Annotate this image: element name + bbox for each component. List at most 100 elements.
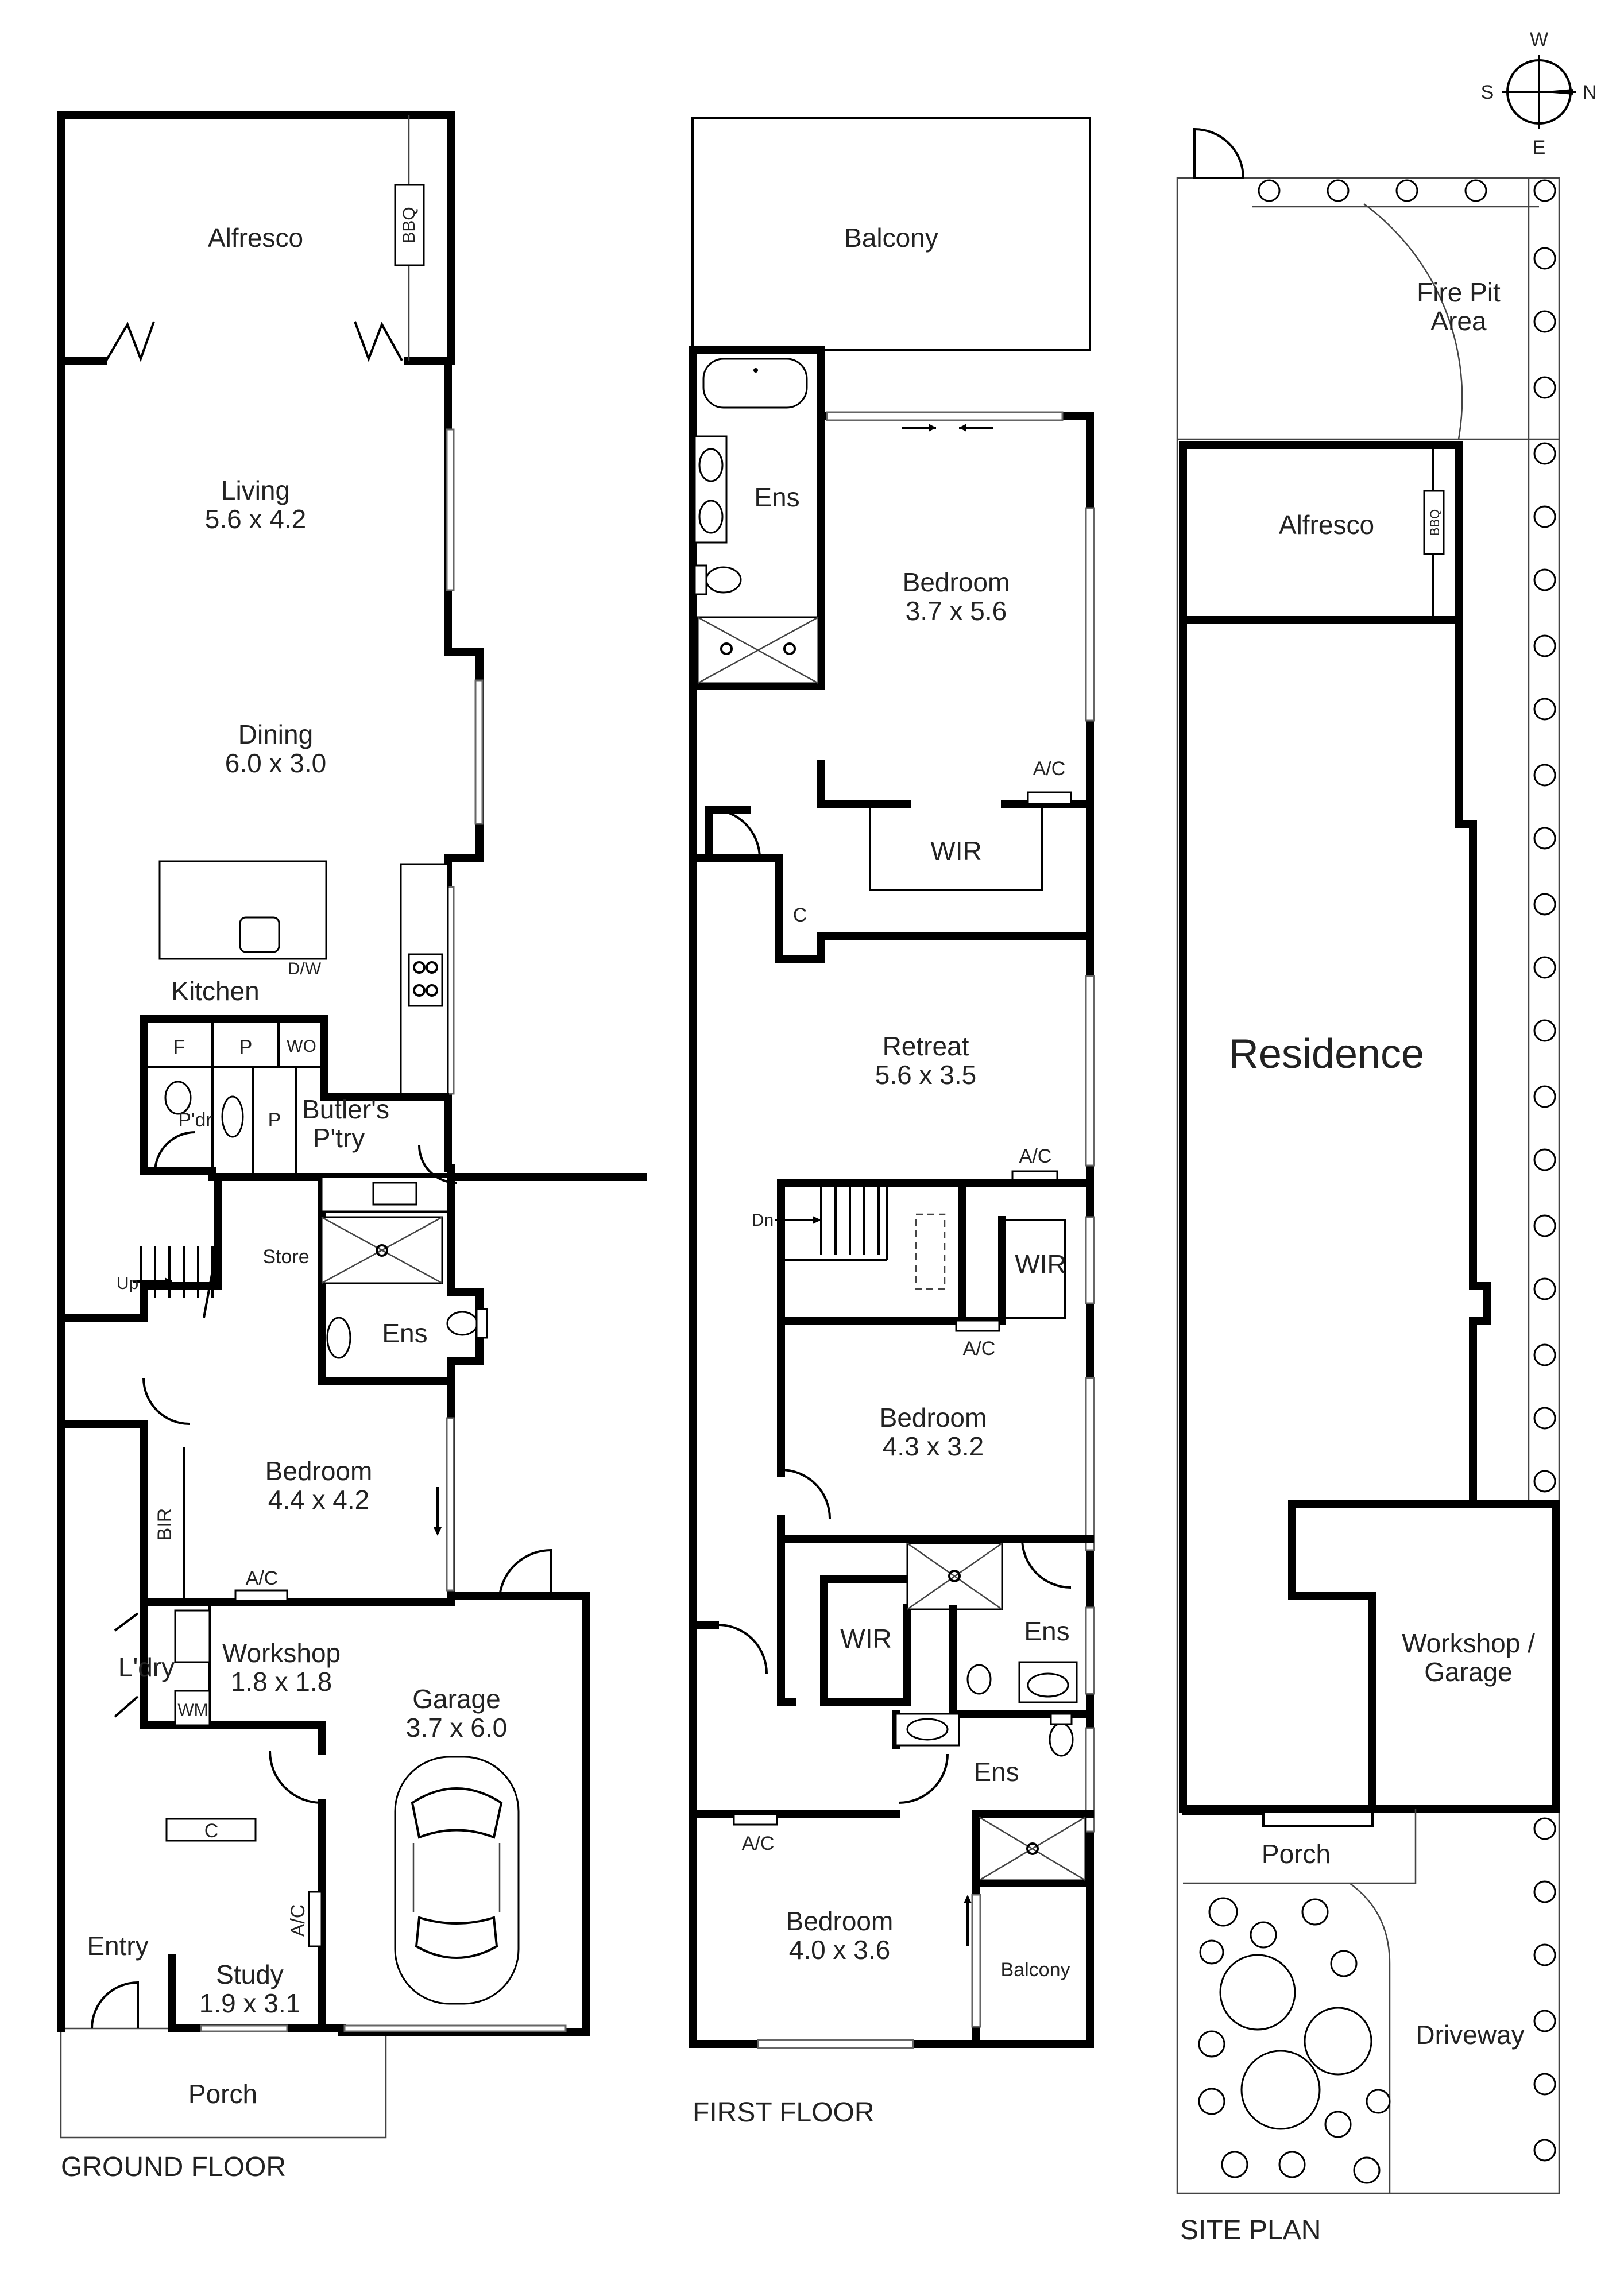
gate-swing — [1193, 127, 1245, 179]
garage-label: Garage — [412, 1684, 500, 1714]
bedroom-door-swing — [142, 1377, 190, 1425]
cupboard-label: C — [204, 1820, 219, 1842]
stairs-up-label: Up — [117, 1274, 138, 1293]
ens3-label: Ens — [973, 1757, 1019, 1787]
ground-ens-toilet — [446, 1311, 478, 1336]
bifold-door-left — [105, 321, 155, 362]
porch-label: Porch — [188, 2079, 257, 2109]
master-bedroom-size: 3.7 x 5.6 — [906, 596, 1007, 626]
bedroom-ac — [234, 1589, 288, 1602]
powder-room-label: P'dr — [178, 1109, 212, 1131]
butlers-label-2: P'try — [313, 1123, 365, 1153]
site-alfresco-label: Alfresco — [1279, 510, 1374, 540]
study-ac — [308, 1891, 323, 1947]
workshop-label: Workshop — [222, 1638, 341, 1668]
ground-bedroom-size: 4.4 x 4.2 — [268, 1485, 369, 1515]
butler-door-swing — [418, 1145, 457, 1184]
bedroom-window — [446, 1417, 455, 1592]
pantry-label-2: P — [268, 1109, 281, 1131]
stairs-down-label: Dn — [752, 1211, 774, 1230]
cooktop — [408, 953, 443, 1007]
study-cupboard — [165, 1818, 257, 1842]
residence-outline — [1179, 616, 1491, 1813]
top-balcony-label: Balcony — [844, 223, 938, 253]
bedroom3-ac — [733, 1813, 778, 1826]
laundry-wall — [140, 1598, 326, 1755]
bedroom3-ac-label: A/C — [742, 1833, 775, 1854]
wir3-label: WIR — [840, 1624, 891, 1654]
living-label: Living — [221, 475, 290, 505]
pdr-door-swing — [154, 1131, 196, 1173]
washing-machine-label: WM — [177, 1701, 208, 1720]
site-alfresco-wall — [1179, 441, 1463, 1508]
master-toilet — [705, 566, 742, 594]
ground-ens-basin — [326, 1317, 351, 1359]
first-floor-title: FIRST FLOOR — [693, 2097, 874, 2128]
first-floor-plan: Balcony Ens Bedroom 3.7 x 5.6 A/C WIR C … — [689, 117, 1095, 2128]
laundry-doors — [114, 1612, 139, 1718]
fire-pit-label-2: Area — [1430, 306, 1487, 336]
first-stair-wall — [777, 1179, 966, 1325]
butlers-label-1: Butler's — [302, 1094, 389, 1124]
first-floor-outer-wall — [689, 346, 1094, 2048]
store-label: Store — [262, 1246, 309, 1268]
residence-label: Residence — [1229, 1031, 1424, 1077]
driveway-label: Driveway — [1416, 2020, 1524, 2050]
fire-pit-label-1: Fire Pit — [1417, 277, 1501, 307]
master-ens-label: Ens — [754, 482, 799, 512]
bedroom-ac-label: A/C — [246, 1567, 279, 1589]
bedroom2-size: 4.3 x 3.2 — [883, 1431, 984, 1461]
washing-machine — [174, 1690, 211, 1726]
bedroom2-ac — [955, 1319, 1000, 1332]
ground-floor-plan: BBQ — [57, 111, 647, 2182]
linen-cupboard-label: C — [793, 904, 807, 926]
kitchen-label: Kitchen — [171, 976, 259, 1006]
ens3-toilet — [1049, 1722, 1074, 1757]
pantry-wall — [140, 1015, 449, 1101]
ground-bedroom-label: Bedroom — [265, 1456, 373, 1486]
study-label: Study — [216, 1960, 284, 1989]
workshop-size: 1.8 x 1.8 — [231, 1667, 332, 1697]
compass-n: N — [1583, 82, 1597, 103]
study-ac-label: A/C — [287, 1904, 309, 1937]
small-balcony-label: Balcony — [1001, 1959, 1070, 1981]
workshop-garage-label-2: Garage — [1424, 1657, 1512, 1687]
ground-stair-treads — [140, 1246, 214, 1298]
dishwasher-label: D/W — [288, 959, 322, 978]
bedroom2-bottom-wall — [777, 1515, 1094, 1543]
master-ac-label: A/C — [1033, 758, 1066, 780]
master-ac — [1027, 791, 1072, 805]
ens2-label: Ens — [1024, 1616, 1069, 1646]
ground-floor-title: GROUND FLOOR — [61, 2152, 286, 2182]
site-boundary — [1176, 177, 1560, 2194]
bedroom2-label: Bedroom — [880, 1403, 987, 1432]
laundry-tub — [174, 1609, 211, 1663]
site-bbq-box — [1423, 490, 1445, 555]
laundry-label: L'dry — [118, 1652, 175, 1682]
bbq-box — [394, 184, 425, 266]
sliding-door — [826, 411, 1064, 421]
dining-size: 6.0 x 3.0 — [225, 748, 326, 778]
bir-label: BIR — [154, 1508, 176, 1541]
top-balcony-outline — [691, 117, 1091, 351]
car-icon — [394, 1756, 520, 2005]
dining-window — [474, 679, 484, 825]
garden-trees — [1198, 1897, 1391, 2184]
master-ens-wall — [689, 412, 825, 690]
bifold-door-right — [354, 321, 403, 362]
wir2-label: WIR — [1015, 1249, 1066, 1279]
pdr-toilet — [164, 1081, 192, 1115]
stair-wall — [57, 1173, 222, 1322]
bath-icon — [702, 358, 808, 409]
site-bbq-label: BBQ — [1428, 509, 1442, 536]
living-window — [446, 428, 455, 591]
wall-oven-label: WO — [287, 1037, 316, 1056]
site-porch-label: Porch — [1262, 1839, 1331, 1869]
site-porch-outline — [1183, 1809, 1417, 1884]
fire-pit-arc — [1363, 203, 1463, 440]
compass-s: S — [1481, 82, 1494, 103]
alfresco-label: Alfresco — [208, 223, 303, 253]
retreat-size: 5.6 x 3.5 — [875, 1060, 976, 1090]
study-size: 1.9 x 3.1 — [199, 1988, 300, 2018]
